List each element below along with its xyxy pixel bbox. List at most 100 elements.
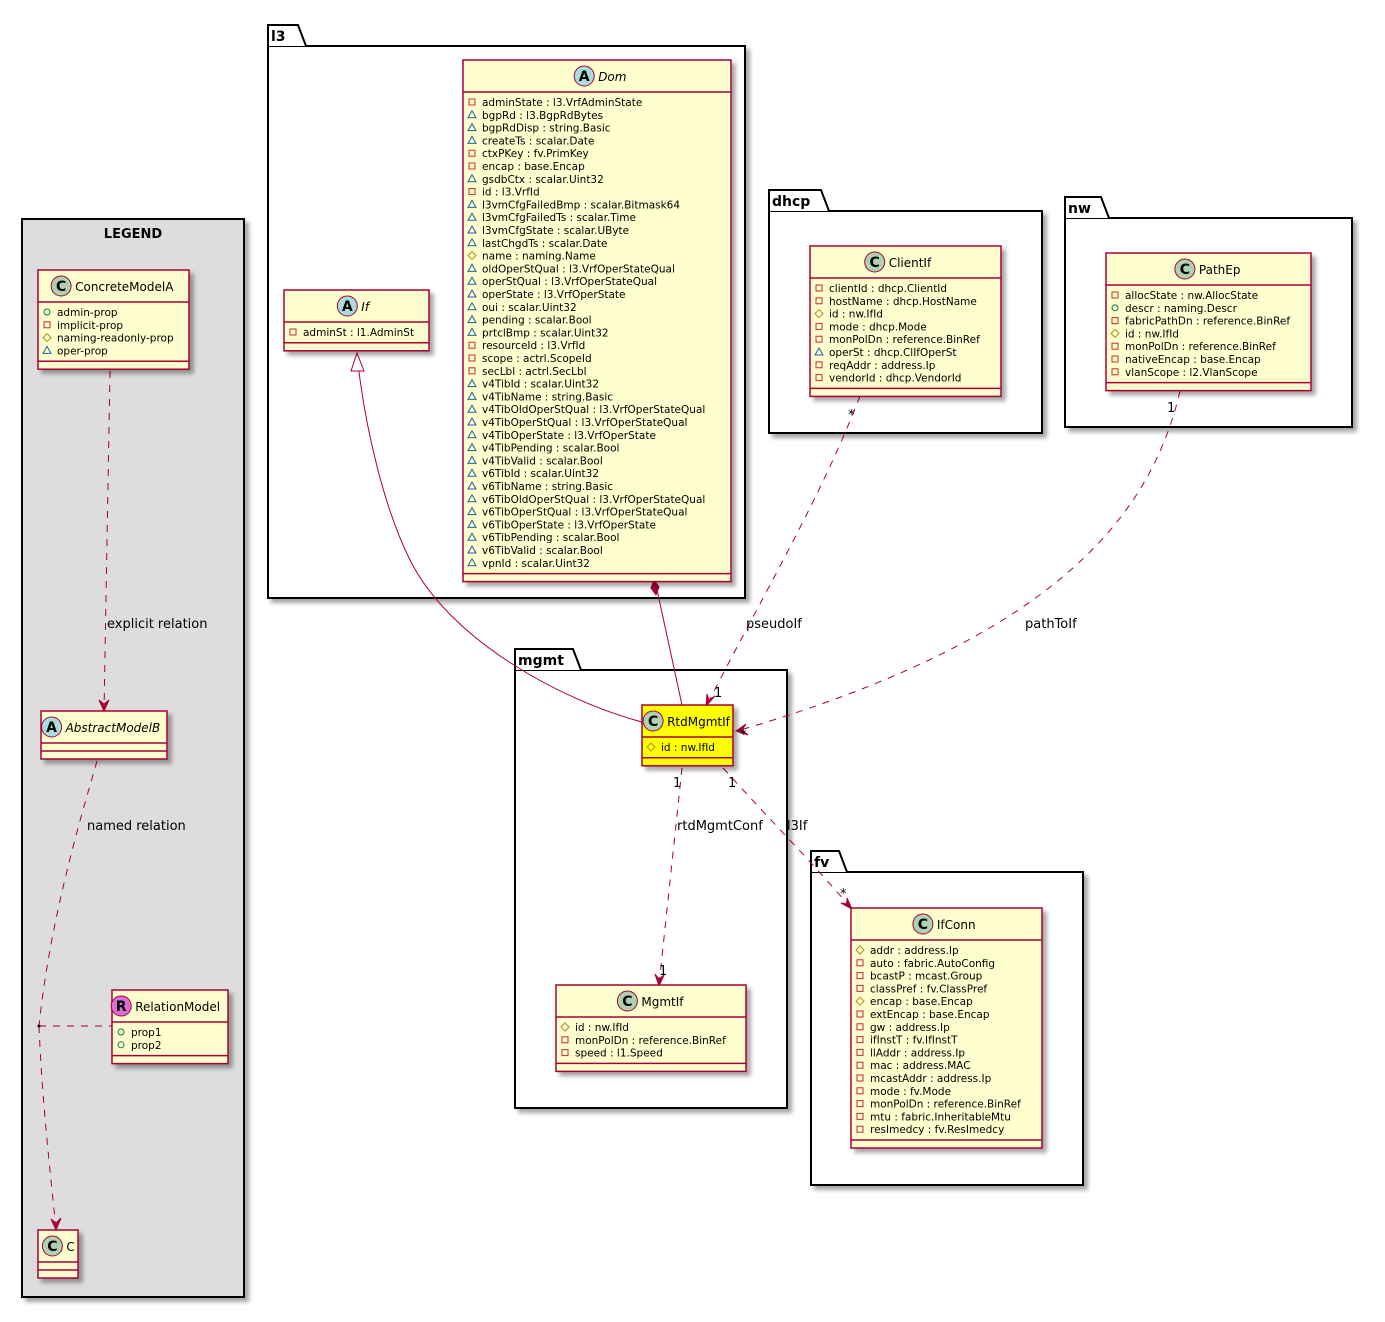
l3if-src-mult: 1 (728, 776, 736, 791)
explicit-relation-edge (103, 370, 111, 712)
visibility-icon (42, 332, 52, 343)
attribute-text: oldOperStQual : l3.VrfOperStateQual (482, 263, 675, 275)
svg-text:C: C (648, 714, 658, 730)
relation-junction (37, 1024, 41, 1028)
class-attribute: llAddr : address.Ip (856, 1047, 965, 1059)
attribute-text: name : naming.Name (482, 251, 596, 263)
visibility-icon (468, 188, 476, 196)
class-attribute: gsdbCtx : scalar.Uint32 (467, 173, 604, 186)
attribute-text: extEncap : base.Encap (870, 1009, 990, 1021)
visibility-icon (467, 455, 477, 464)
visibility-icon (855, 996, 865, 1006)
visibility-icon (561, 1036, 569, 1044)
stereotype-a-icon: A (41, 716, 63, 738)
class-attribute: resImedcy : fv.ResImedcy (856, 1124, 1004, 1136)
class-attribute: ctxPKey : fv.PrimKey (468, 148, 589, 160)
visibility-icon (467, 263, 477, 272)
attribute-text: oper-prop (57, 345, 108, 357)
pseudoif-edge (706, 395, 861, 706)
attribute-text: speed : l1.Speed (575, 1048, 663, 1060)
class-attribute: adminState : l3.VrfAdminState (468, 97, 642, 109)
attribute-text: id : nw.IfId (829, 309, 883, 321)
l3if-dst-mult: * (840, 887, 847, 902)
class-attribute: extEncap : base.Encap (856, 1009, 990, 1021)
attribute-text: v6TibOperStQual : l3.VrfOperStateQual (482, 507, 687, 519)
visibility-icon (468, 149, 476, 157)
class-attribute: mode : dhcp.Mode (815, 321, 927, 333)
attribute-text: operStQual : l3.VrfOperStateQual (482, 276, 657, 288)
class-legend-abstract-name: AbstractModelB (65, 721, 161, 735)
visibility-icon (1111, 355, 1119, 363)
class-attribute: vpnId : scalar.Uint32 (467, 557, 590, 570)
attribute-text: v4TibOperStQual : l3.VrfOperStateQual (482, 417, 687, 429)
class-pathep-name: PathEp (1199, 263, 1241, 277)
class-attribute: admin-prop (43, 307, 118, 319)
class-attribute: v4TibOperStQual : l3.VrfOperStateQual (467, 416, 687, 429)
svg-text:C: C (1180, 262, 1190, 278)
visibility-icon (856, 1100, 864, 1108)
attribute-text: id : nw.IfId (661, 742, 715, 754)
visibility-icon (856, 1023, 864, 1031)
attribute-text: adminState : l3.VrfAdminState (482, 97, 642, 109)
class-attribute: bgpRd : l3.BgpRdBytes (467, 109, 603, 122)
visibility-icon (646, 742, 656, 752)
visibility-icon (467, 250, 477, 261)
attribute-text: resImedcy : fv.ResImedcy (870, 1124, 1004, 1136)
attribute-text: descr : naming.Descr (1125, 303, 1238, 315)
visibility-icon (468, 98, 476, 106)
attribute-text: vlanScope : l2.VlanScope (1125, 367, 1258, 379)
stereotype-a-icon: A (336, 295, 358, 317)
svg-text:A: A (342, 299, 353, 315)
visibility-icon (467, 442, 477, 452)
attribute-text: encap : base.Encap (482, 161, 585, 173)
class-attribute: vlanScope : l2.VlanScope (1111, 367, 1258, 379)
class-attribute: fabricPathDn : reference.BinRef (1111, 316, 1290, 328)
class-attribute: implicit-prop (43, 320, 123, 332)
visibility-icon (856, 1087, 864, 1095)
stereotype-c-icon: C (912, 913, 934, 935)
visibility-icon (467, 122, 477, 132)
class-attribute: l3vmCfgState : scalar.UByte (467, 224, 629, 237)
visibility-icon (856, 1125, 864, 1133)
attribute-text: implicit-prop (57, 320, 123, 332)
visibility-icon (467, 301, 477, 311)
visibility-icon (856, 984, 864, 992)
attribute-text: id : l3.VrfId (482, 187, 540, 199)
class-attribute: v4TibPending : scalar.Bool (467, 442, 619, 455)
attribute-text: lastChgdTs : scalar.Date (482, 238, 607, 250)
class-attribute: id : nw.IfId (560, 1022, 629, 1034)
attribute-text: auto : fabric.AutoConfig (870, 958, 995, 970)
attribute-text: secLbl : actrl.SecLbl (482, 366, 587, 378)
class-attribute: operStQual : l3.VrfOperStateQual (467, 276, 657, 288)
package-fv-label: fv (814, 855, 829, 871)
package-l3-label: l3 (271, 29, 286, 45)
class-attribute: prtclBmp : scalar.Uint32 (467, 327, 609, 339)
attribute-text: reqAddr : address.Ip (829, 360, 936, 372)
class-attribute: hostName : dhcp.HostName (815, 296, 977, 308)
explicit-relation-label: explicit relation (107, 617, 207, 632)
visibility-icon (560, 1022, 570, 1032)
attribute-text: allocState : nw.AllocState (1125, 290, 1258, 302)
attribute-text: monPolDn : reference.BinRef (575, 1035, 726, 1047)
class-attribute: bgpRdDisp : string.Basic (467, 122, 611, 135)
class-attribute: v4TibOperState : l3.VrfOperState (467, 429, 656, 442)
visibility-icon (856, 1010, 864, 1018)
class-legend-concrete-name: ConcreteModelA (75, 280, 174, 294)
rtdmgmtconf-label: rtdMgmtConf (677, 819, 763, 834)
attribute-text: oui : scalar.Uint32 (482, 302, 577, 314)
visibility-icon (467, 544, 477, 554)
class-attribute: v6TibOldOperStQual : l3.VrfOperStateQual (467, 493, 705, 506)
attribute-text: v6TibOperState : l3.VrfOperState (482, 519, 656, 531)
attribute-text: gw : address.Ip (870, 1022, 950, 1034)
